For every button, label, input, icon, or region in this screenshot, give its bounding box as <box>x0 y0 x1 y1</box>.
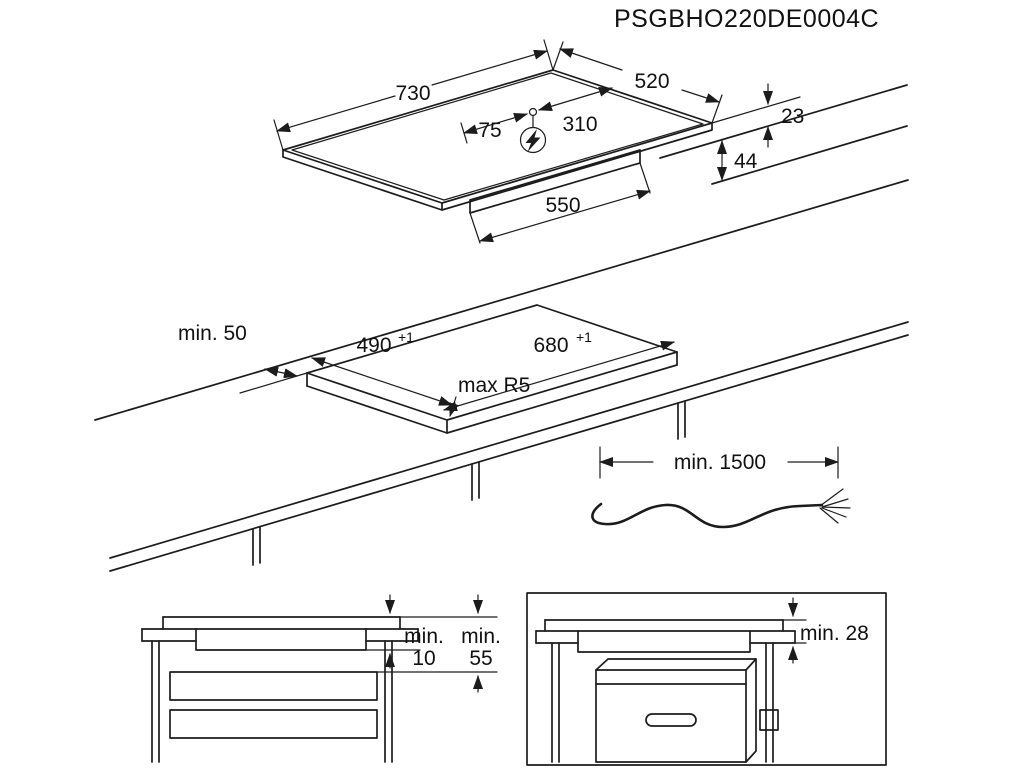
view-frame <box>526 592 887 766</box>
dim-cutout-depth-tolerance: +1 <box>398 329 414 345</box>
dim-730-group: 730 <box>273 39 554 151</box>
dim-corner-radius-group: max R5 <box>449 374 530 417</box>
dim-520-group: 520 <box>552 41 723 124</box>
dim-hob-body-width: 550 <box>545 194 580 217</box>
dim-min10-min55-group: min. 10 min. 55 <box>365 594 501 693</box>
dim-550-group: 550 <box>469 162 651 244</box>
dim-44-group: 44 <box>717 140 758 181</box>
drawing-code: PSGBHO220DE0004C <box>614 5 879 33</box>
dim-height-above: 23 <box>781 105 804 128</box>
dim-min28-group: min. 28 <box>782 597 869 664</box>
dim-cable-offset-right: 310 <box>562 113 597 136</box>
dim-cable-offset-left: 75 <box>478 119 501 142</box>
socket-box <box>759 709 779 731</box>
dim-hob-width: 730 <box>395 82 430 105</box>
dim-rear-clearance: min. 50 <box>178 322 247 345</box>
dim-cutout-width-tolerance: +1 <box>576 329 592 345</box>
dim-cable-length: min. 1500 <box>674 451 766 474</box>
cutout-opening <box>306 304 678 434</box>
oven-handle <box>645 713 697 727</box>
dim-cutout-width: 680 <box>533 334 568 357</box>
drawer-lower <box>169 709 378 739</box>
mains-cable <box>591 502 824 529</box>
dim-clearance-shelf-value: 10 <box>412 647 435 670</box>
dim-23-group: 23 <box>763 83 804 148</box>
hob-and-worktop-section <box>141 616 419 651</box>
hob-isometric-view: 730 520 75 310 <box>273 39 908 244</box>
dim-680-group: 680 +1 <box>443 329 675 412</box>
dim-corner-radius: max R5 <box>458 374 530 397</box>
cable-wire-ends <box>819 488 851 524</box>
dim-oven-clearance: min. 28 <box>800 622 869 645</box>
dim-height-below: 44 <box>734 150 758 173</box>
lightning-bolt-icon <box>519 126 547 154</box>
dim-490-group: 490 +1 <box>311 329 453 406</box>
dim-cutout-depth: 490 <box>356 334 391 357</box>
cabinet-structure <box>151 640 393 763</box>
oven-installation-view: min. 28 <box>526 592 887 766</box>
dim-clearance-drawer-value: 55 <box>469 647 492 670</box>
cabinet-front-view: min. 10 min. 55 <box>141 594 501 763</box>
oven <box>595 658 779 763</box>
dim-clearance-shelf-label: min. <box>404 625 444 648</box>
dim-min50-group: min. 50 <box>178 322 308 394</box>
dim-cable-position-group: 75 310 <box>460 86 613 144</box>
cabinet-side-panels <box>252 400 686 566</box>
dim-clearance-drawer-label: min. <box>461 625 501 648</box>
worktop-cutout-view: min. 50 490 +1 680 +1 max R5 min. 1500 <box>94 179 909 572</box>
worktop-edge-lines <box>659 84 908 185</box>
dim-hob-depth: 520 <box>634 70 669 93</box>
drawer-upper <box>169 671 378 701</box>
hob-and-worktop-section-oven <box>535 619 796 763</box>
mains-cable-group: min. 1500 <box>591 446 851 529</box>
